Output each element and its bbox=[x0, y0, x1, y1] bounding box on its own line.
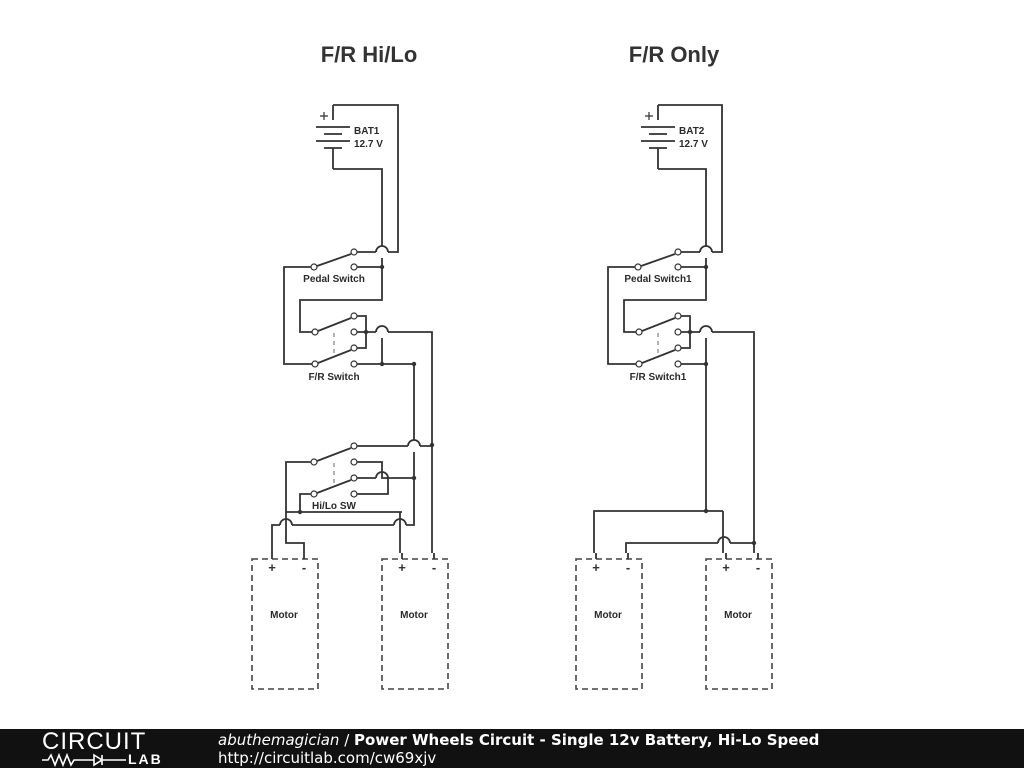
motor-plus-label: + bbox=[722, 560, 730, 575]
fr-switch1: F/R Switch1 bbox=[630, 312, 755, 543]
bat1-voltage: 12.7 V bbox=[354, 139, 383, 150]
bat2-voltage: 12.7 V bbox=[679, 139, 708, 150]
motor-plus-label: + bbox=[592, 560, 600, 575]
motor-minus-label: - bbox=[302, 560, 306, 575]
pedal-switch-label: Pedal Switch bbox=[303, 274, 365, 285]
battery-bat2: BAT2 12.7 V bbox=[641, 105, 708, 169]
circuit-title: Power Wheels Circuit - Single 12v Batter… bbox=[354, 731, 820, 749]
right-circuit-title: F/R Only bbox=[629, 42, 720, 67]
separator: / bbox=[339, 731, 355, 749]
hilo-switch: Hi/Lo SW bbox=[285, 439, 432, 513]
motor-left-1: + - Motor bbox=[251, 552, 319, 690]
footer-bar: CIRCUIT LAB abuthemagician / Power Wheel… bbox=[0, 729, 1024, 768]
left-circuit: BAT1 12.7 V Pedal Switch bbox=[251, 104, 449, 690]
resistor-diode-logo-icon bbox=[42, 753, 126, 767]
bat1-name: BAT1 bbox=[354, 126, 380, 137]
pedal-switch1-label: Pedal Switch1 bbox=[624, 274, 692, 285]
hilo-switch-label: Hi/Lo SW bbox=[312, 501, 356, 512]
fr-switch1-label: F/R Switch1 bbox=[630, 372, 687, 383]
logo-text-circuit: CIRCUIT bbox=[42, 728, 147, 755]
motor-left-2: + - Motor bbox=[381, 552, 449, 690]
motor-plus-label: + bbox=[268, 560, 276, 575]
motor-minus-label: - bbox=[432, 560, 436, 575]
fr-switch-label: F/R Switch bbox=[308, 372, 359, 383]
logo-text-lab: LAB bbox=[128, 751, 163, 767]
motor-label: Motor bbox=[270, 610, 298, 621]
motor-minus-label: - bbox=[756, 560, 760, 575]
author-link[interactable]: abuthemagician bbox=[218, 731, 340, 749]
motor-label: Motor bbox=[724, 610, 752, 621]
pedal-switch: Pedal Switch bbox=[303, 248, 383, 285]
motor-right-1: + - Motor bbox=[575, 552, 643, 690]
motor-right-2: + - Motor bbox=[705, 552, 773, 690]
bat2-name: BAT2 bbox=[679, 126, 705, 137]
motor-label: Motor bbox=[594, 610, 622, 621]
footer-title-line: abuthemagician / Power Wheels Circuit - … bbox=[218, 731, 819, 749]
battery-bat1: BAT1 12.7 V bbox=[316, 105, 383, 169]
pedal-switch1: Pedal Switch1 bbox=[624, 248, 707, 285]
schematic-canvas: F/R Hi/Lo F/R Only BAT1 12.7 V Pedal Swi… bbox=[251, 42, 773, 690]
fr-switch: F/R Switch bbox=[308, 312, 433, 445]
right-circuit: BAT2 12.7 V Pedal Switch1 bbox=[575, 104, 773, 690]
motor-minus-label: - bbox=[626, 560, 630, 575]
circuit-url[interactable]: http://circuitlab.com/cw69xjv bbox=[218, 749, 437, 767]
motor-plus-label: + bbox=[398, 560, 406, 575]
motor-label: Motor bbox=[400, 610, 428, 621]
left-circuit-title: F/R Hi/Lo bbox=[321, 42, 418, 67]
circuitlab-logo[interactable]: CIRCUIT LAB bbox=[42, 729, 182, 768]
